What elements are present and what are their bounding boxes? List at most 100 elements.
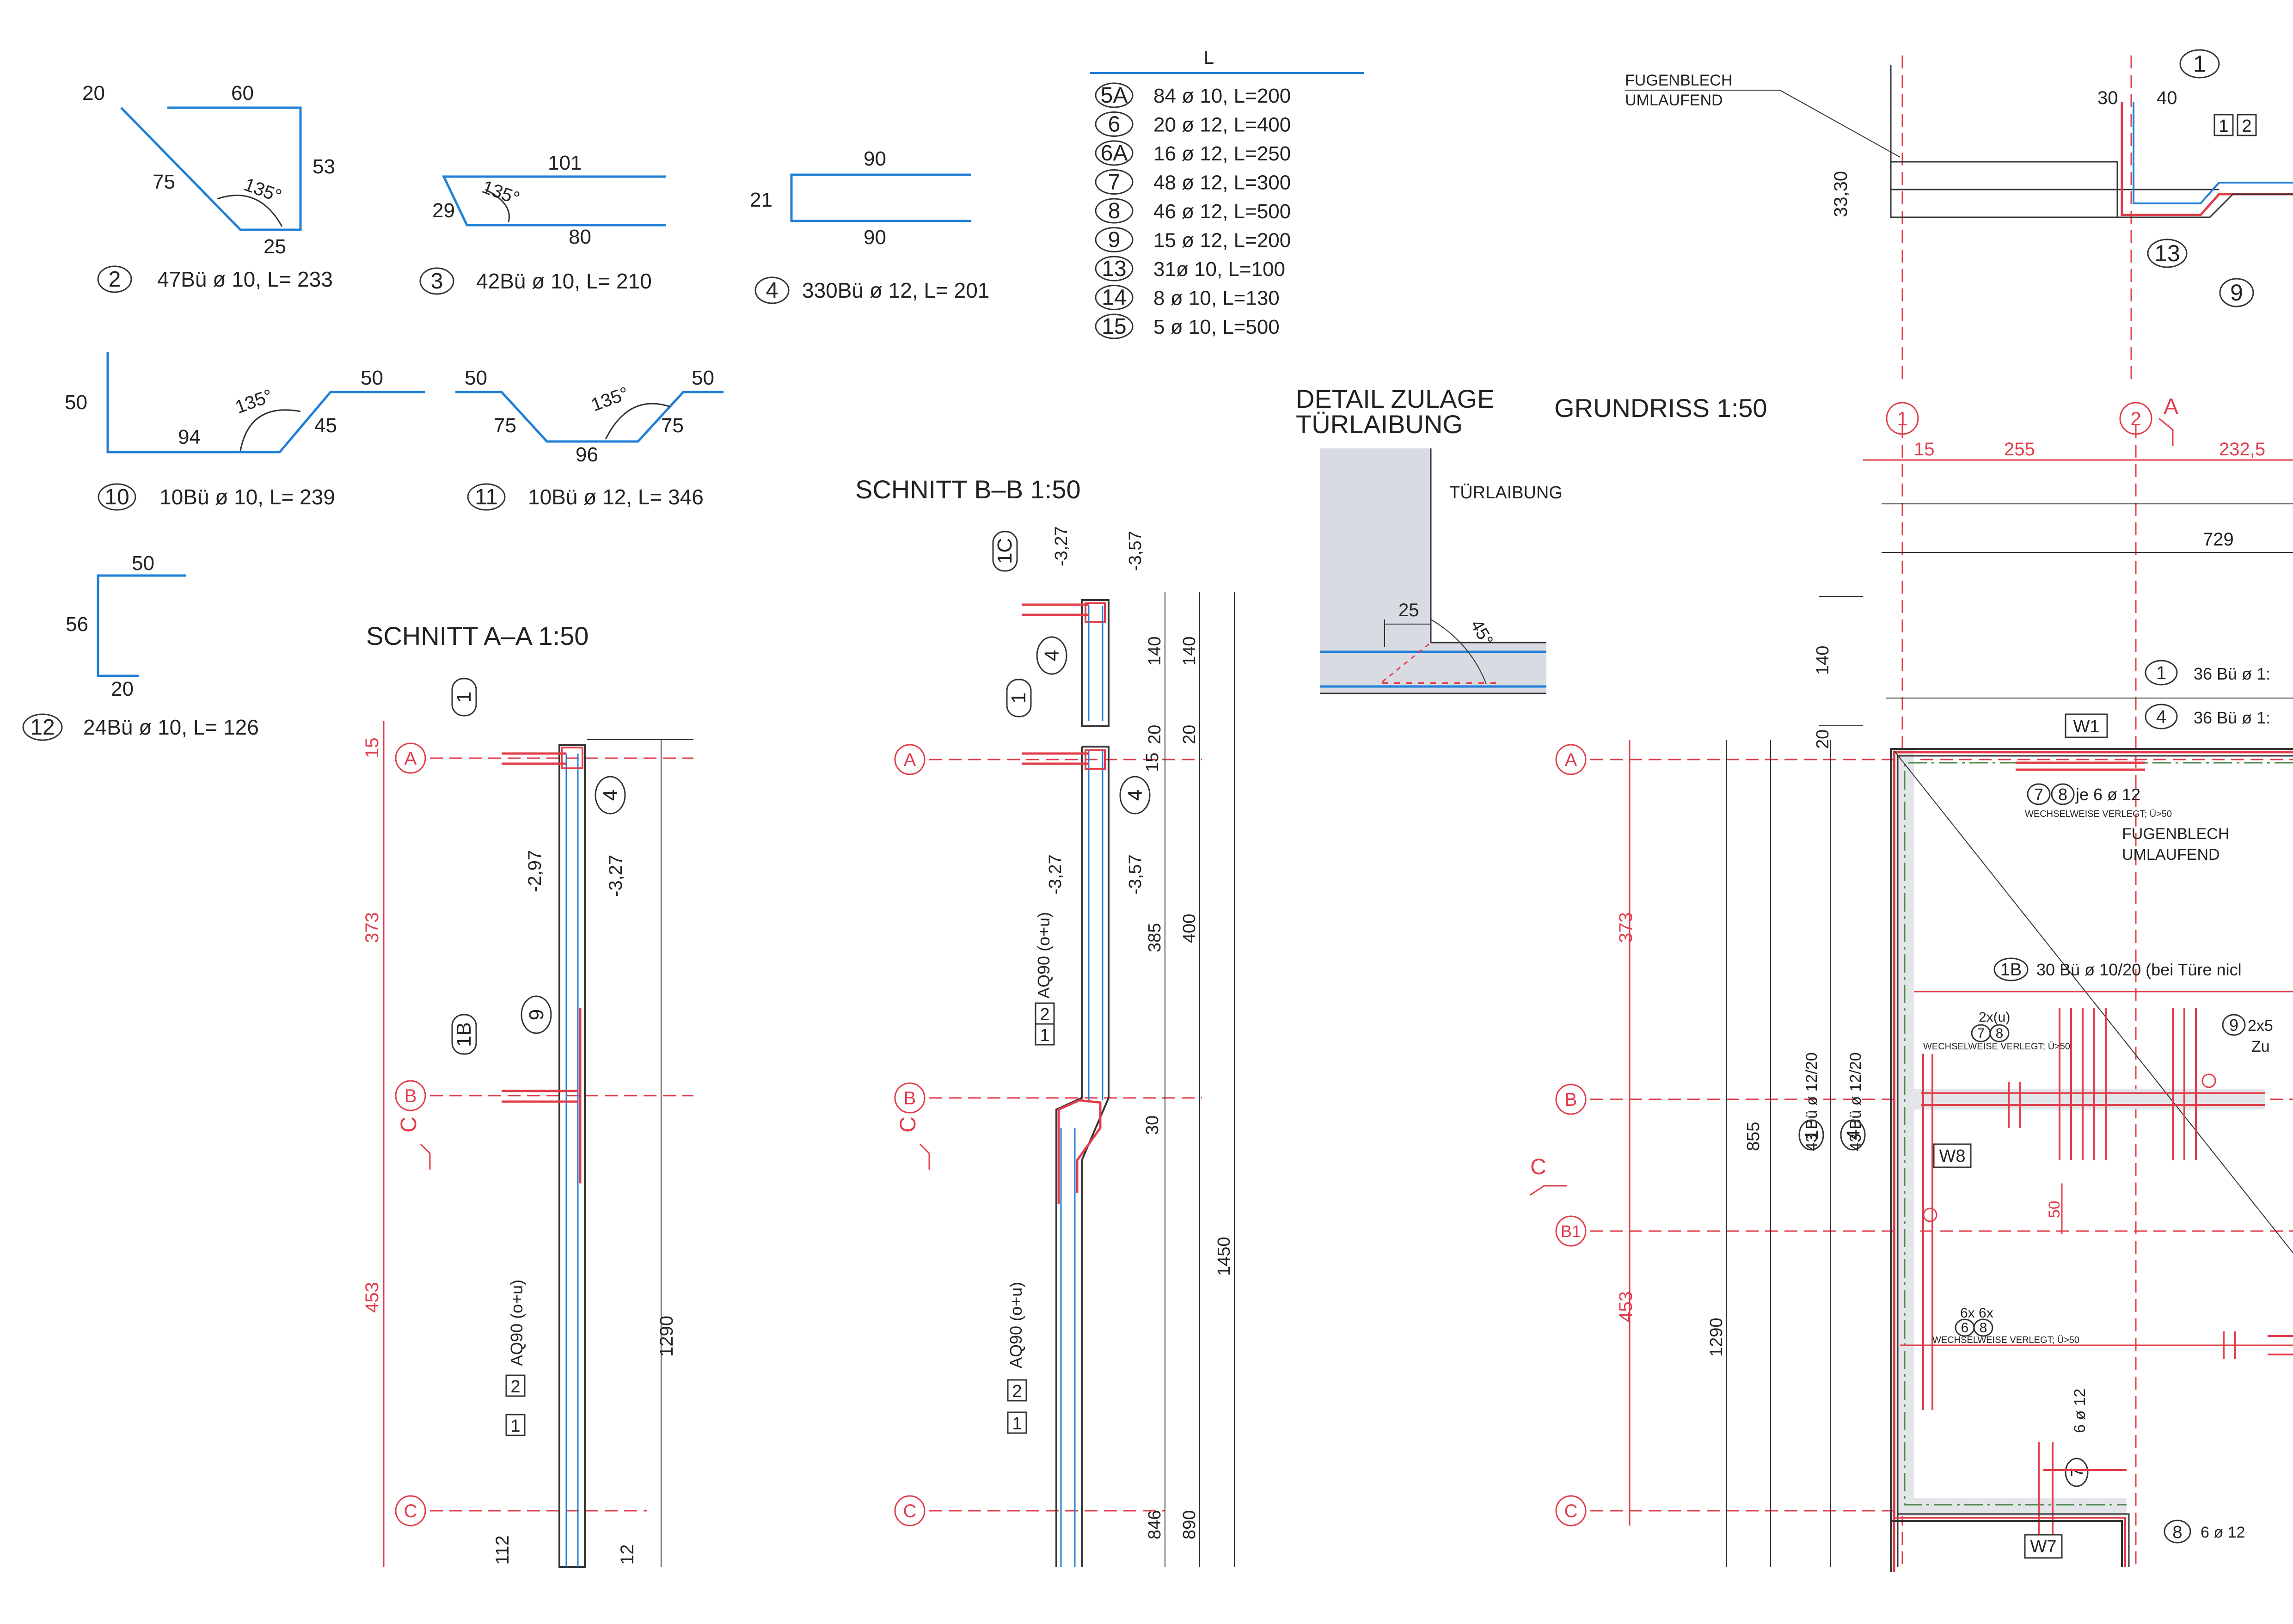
straight-bar-spec: 16 ø 12, L=250 bbox=[1153, 142, 1291, 165]
top-marker-1: 1 bbox=[2219, 116, 2228, 136]
bb-dim-30: 30 bbox=[1143, 1115, 1162, 1135]
bar-3-dim-80: 80 bbox=[569, 226, 591, 248]
gr-dim-50: 50 bbox=[2046, 1201, 2063, 1218]
gr-grid-1: 1 bbox=[1897, 408, 1907, 429]
bar-10-dim-50a: 50 bbox=[65, 391, 87, 414]
bar-shape-4: 90 21 90 4 330Bü ø 12, L= 201 bbox=[750, 147, 989, 304]
gr-note-43-2: 43 Bü ø 12/20 bbox=[1847, 1052, 1864, 1151]
title-schnitt-bb: SCHNITT B–B 1:50 bbox=[855, 475, 1081, 504]
gr-note-43-1: 43 Bü ø 12/20 bbox=[1803, 1052, 1821, 1151]
bb-dim-20a: 20 bbox=[1145, 725, 1165, 744]
aa-level-327: -3,27 bbox=[606, 855, 626, 897]
top-dim-40: 40 bbox=[2157, 88, 2177, 108]
svg-text:8: 8 bbox=[2172, 1523, 2182, 1542]
straight-bar-pos-marker bbox=[1095, 198, 1134, 224]
bar-11-spec: 10Bü ø 12, L= 346 bbox=[528, 485, 704, 509]
gr-cut-a: A bbox=[2164, 394, 2178, 419]
title-detail-line2: TÜRLAIBUNG bbox=[1296, 410, 1463, 439]
gr-2x-u: 2x(u) bbox=[1979, 1010, 2010, 1025]
bb-dim-20b: 20 bbox=[1180, 725, 1199, 744]
bb-dim-1450: 1450 bbox=[1214, 1237, 1234, 1276]
svg-text:4: 4 bbox=[1124, 790, 1146, 801]
bb-dim-400: 400 bbox=[1180, 914, 1199, 943]
bar-2-dim-53: 53 bbox=[313, 155, 335, 178]
bb-grid-a: A bbox=[904, 750, 916, 770]
top-marker-2: 2 bbox=[2242, 116, 2251, 136]
bar-4-spec: 330Bü ø 12, L= 201 bbox=[802, 278, 989, 302]
svg-text:1C: 1C bbox=[993, 538, 1016, 564]
straight-bar-spec: 31ø 10, L=100 bbox=[1153, 258, 1285, 281]
gr-dim-373: 373 bbox=[1616, 912, 1636, 943]
bar-4-dim-90a: 90 bbox=[864, 147, 886, 170]
svg-text:4: 4 bbox=[1843, 1130, 1864, 1140]
straight-bar-header: L bbox=[1204, 48, 1214, 68]
straight-bar-pos: 6A bbox=[1101, 141, 1128, 165]
gr-grid-a: A bbox=[1565, 750, 1577, 770]
note-fugenblech-top: FUGENBLECH bbox=[1625, 72, 1732, 89]
gr-wechsel-2: WECHSELWEISE VERLEGT; Ü>50 bbox=[1923, 1042, 2070, 1052]
title-schnitt-aa: SCHNITT A–A 1:50 bbox=[366, 621, 589, 650]
title-detail-line1: DETAIL ZULAGE bbox=[1296, 384, 1494, 413]
svg-text:8: 8 bbox=[1996, 1026, 2004, 1041]
svg-text:1: 1 bbox=[2156, 663, 2166, 683]
svg-text:4: 4 bbox=[2156, 707, 2166, 727]
svg-text:8: 8 bbox=[1980, 1320, 1987, 1336]
bar-10-dim-94: 94 bbox=[178, 426, 201, 448]
gr-dim-140: 140 bbox=[1813, 646, 1833, 675]
svg-text:7: 7 bbox=[1977, 1026, 1985, 1041]
gr-fugenblech: FUGENBLECH bbox=[2122, 825, 2229, 843]
aa-dim-453: 453 bbox=[362, 1282, 382, 1313]
svg-text:13: 13 bbox=[2154, 240, 2180, 266]
svg-text:9: 9 bbox=[525, 1009, 548, 1020]
straight-bar-pos-marker bbox=[1095, 140, 1134, 166]
bar-3-dim-29: 29 bbox=[432, 199, 455, 222]
bb-marker-2: 2 bbox=[1040, 1005, 1049, 1024]
gr-wechsel-3: WECHSELWEISE VERLEGT; Ü>50 bbox=[1932, 1335, 2079, 1345]
straight-bar-pos: 6 bbox=[1108, 112, 1121, 137]
bar-4-pos: 4 bbox=[766, 278, 779, 303]
title-grundriss: GRUNDRISS 1:50 bbox=[1554, 393, 1767, 423]
bb-level-357a: -3,57 bbox=[1126, 531, 1145, 571]
bar-shape-10: 50 50 135° 94 45 10 10Bü ø 10, L= 239 bbox=[65, 352, 425, 511]
aa-dim-112: 112 bbox=[492, 1535, 513, 1565]
svg-text:9: 9 bbox=[2229, 1016, 2238, 1035]
gr-grid-c: C bbox=[1564, 1501, 1578, 1521]
detail-turlaibung-label: TÜRLAIBUNG bbox=[1449, 483, 1563, 503]
aa-level-297: -2,97 bbox=[525, 850, 545, 892]
top-dim-30: 30 bbox=[2097, 88, 2118, 108]
detail-turlaibung: 25 45° TÜRLAIBUNG bbox=[1320, 448, 1563, 694]
bar-2-pos: 2 bbox=[109, 267, 121, 292]
svg-text:1: 1 bbox=[1007, 692, 1030, 704]
straight-bar-spec: 15 ø 12, L=200 bbox=[1153, 229, 1291, 252]
straight-bar-pos-marker bbox=[1095, 256, 1134, 282]
bar-10-spec: 10Bü ø 10, L= 239 bbox=[159, 485, 335, 509]
gr-dim-2325: 232,5 bbox=[2219, 439, 2265, 460]
gr-6x6x: 6x 6x bbox=[1960, 1305, 1993, 1321]
svg-text:8: 8 bbox=[2058, 785, 2067, 804]
straight-bar-pos: 7 bbox=[1108, 170, 1121, 195]
svg-text:2: 2 bbox=[1012, 1382, 1022, 1401]
bar-10-pos-marker bbox=[98, 483, 136, 511]
gr-cut-c: C bbox=[1530, 1155, 1546, 1179]
bar-2-dim-75: 75 bbox=[153, 171, 175, 193]
bar-2-angle: 135° bbox=[241, 174, 284, 207]
gr-8-spec: 6 ø 12 bbox=[2201, 1524, 2245, 1541]
bb-grid-c: C bbox=[903, 1501, 917, 1521]
bar-2-dim-20: 20 bbox=[82, 82, 105, 104]
aa-grid-a: A bbox=[405, 748, 417, 769]
bar-4-dim-90b: 90 bbox=[864, 226, 886, 249]
bar-11-angle: 135° bbox=[589, 383, 631, 416]
bb-dim-385: 385 bbox=[1145, 923, 1165, 952]
svg-text:1: 1 bbox=[1012, 1414, 1022, 1434]
bar-12-dim-50: 50 bbox=[132, 552, 154, 575]
gr-dim-1290: 1290 bbox=[1707, 1318, 1726, 1357]
gr-dim-255: 255 bbox=[2004, 439, 2035, 460]
bar-12-pos: 12 bbox=[30, 715, 55, 740]
section-bb: A B C 140 140 20 20 15 385 400 30 1450 8… bbox=[894, 526, 1235, 1567]
bb-dim-15: 15 bbox=[1143, 753, 1162, 772]
straight-bar-pos-marker bbox=[1095, 285, 1134, 310]
gr-pos1b-spec: 30 Bü ø 10/20 (bei Türe nicl bbox=[2036, 960, 2242, 979]
gr-je-6-12: je 6 ø 12 bbox=[2075, 785, 2140, 804]
